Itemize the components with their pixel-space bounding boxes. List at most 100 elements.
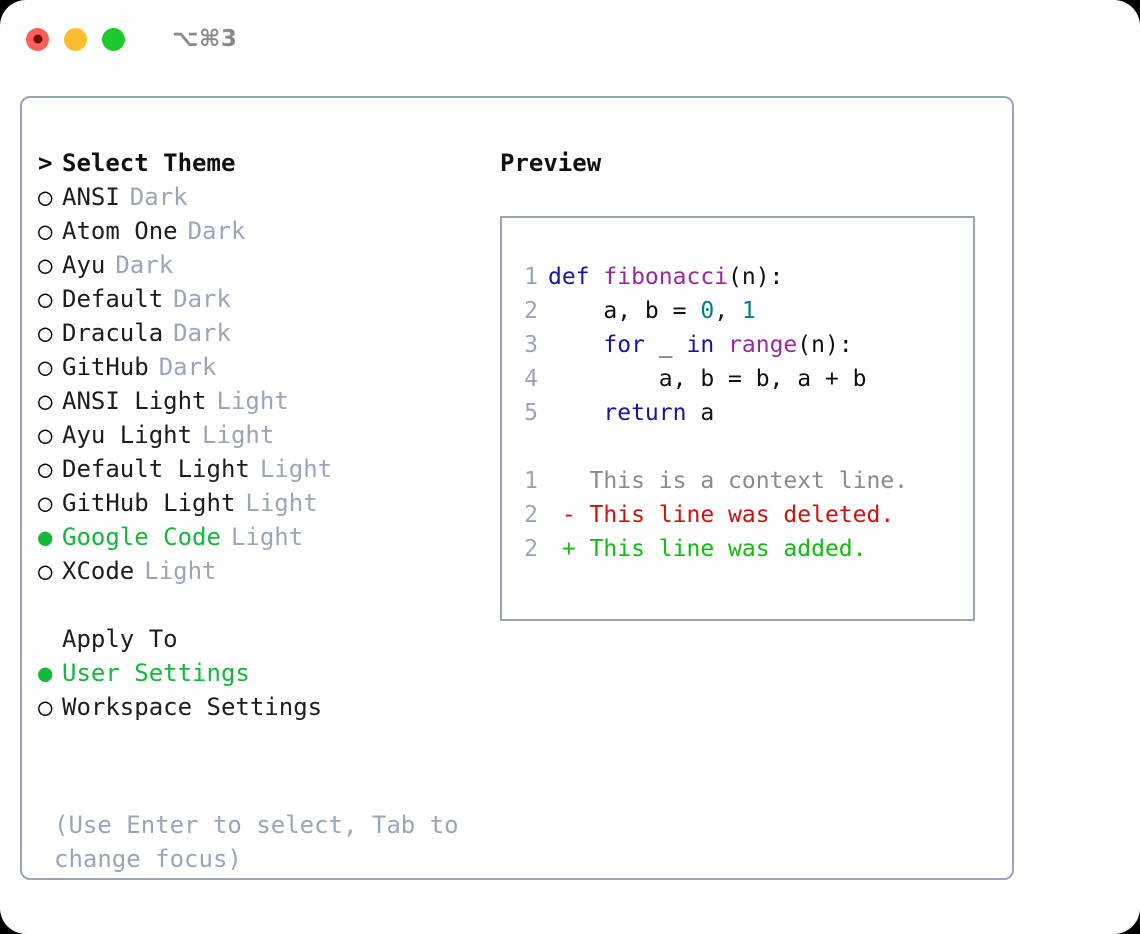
code-line: 3 for _ in range(n): (502, 328, 973, 362)
theme-variant-badge: Light (144, 557, 217, 585)
theme-variant-badge: Light (259, 455, 333, 483)
theme-option-ansi[interactable]: ○ ANSI Dark (38, 180, 478, 214)
diff-line: 2 - This line was deleted. (502, 498, 973, 532)
apply-to-bullet-placeholder (38, 622, 62, 656)
radio-unselected-icon: ○ (38, 251, 53, 279)
radio-selected-icon: ● (38, 659, 53, 687)
theme-variant-badge: Dark (158, 353, 217, 381)
radio-unselected-icon: ○ (38, 183, 53, 211)
theme-option-label: ANSI (62, 183, 120, 211)
apply-to-option-label: Workspace Settings (62, 693, 323, 721)
theme-option-label: Ayu (62, 251, 106, 279)
theme-option-github-light[interactable]: ○ GitHub Light Light (38, 486, 478, 520)
code-text: a, b = 0, 1 (548, 294, 756, 328)
theme-option-google-code[interactable]: ● Google Code Light (38, 520, 478, 554)
prompt-caret-icon: > (38, 149, 53, 177)
theme-option-label: Google Code (62, 523, 221, 551)
line-number: 1 (524, 264, 538, 290)
code-token-fn: fibonacci (603, 264, 729, 290)
code-token-pl (548, 332, 603, 358)
line-number: 2 (524, 536, 538, 562)
code-line: 5 return a (502, 396, 973, 430)
radio-unselected-icon: ○ (38, 557, 53, 585)
radio-unselected-icon: ○ (38, 693, 53, 721)
theme-variant-badge: Dark (129, 183, 188, 211)
theme-variant-badge: Light (202, 421, 275, 449)
code-token-pl: , (714, 298, 742, 324)
apply-to-option-label: User Settings (62, 659, 250, 687)
code-line: 1 def fibonacci(n): (502, 260, 973, 294)
theme-option-label: GitHub Light (62, 489, 236, 517)
code-token-fn: range (728, 332, 798, 358)
code-diff-separator (502, 430, 973, 464)
theme-option-label: Atom One (62, 217, 178, 245)
code-token-num: 0 (700, 298, 715, 324)
code-token-num: 1 (741, 298, 756, 324)
radio-unselected-icon: ○ (38, 421, 53, 449)
code-token-pl: a, b = (548, 298, 701, 324)
title-bar: ⌥⌘3 (0, 0, 1140, 78)
radio-selected-icon: ● (38, 523, 53, 551)
diff-text-add: + This line was added. (548, 536, 867, 562)
keyboard-shortcut-label: ⌥⌘3 (172, 26, 238, 52)
code-token-kw: for (603, 332, 645, 358)
apply-to-list: ● User Settings ○ Workspace Settings (38, 656, 478, 724)
line-number: 1 (524, 468, 538, 494)
code-text: def fibonacci(n): (548, 260, 783, 294)
code-text: for _ in range(n): (548, 328, 853, 362)
line-number: 2 (524, 298, 538, 324)
theme-variant-badge: Dark (115, 251, 174, 279)
minimize-button[interactable] (64, 27, 87, 51)
radio-unselected-icon: ○ (38, 455, 53, 483)
code-token-kw: in (686, 332, 715, 358)
code-line: 2 a, b = 0, 1 (502, 294, 973, 328)
line-number: 3 (524, 332, 538, 358)
code-line: 4 a, b = b, a + b (502, 362, 973, 396)
theme-option-label: ANSI Light (62, 387, 207, 415)
theme-option-label: XCode (62, 557, 135, 585)
code-token-kw: def (548, 264, 604, 290)
radio-unselected-icon: ○ (38, 217, 53, 245)
theme-option-label: GitHub (62, 353, 149, 381)
radio-unselected-icon: ○ (38, 319, 53, 347)
theme-option-ayu-light[interactable]: ○ Ayu Light Light (38, 418, 478, 452)
theme-option-ayu[interactable]: ○ Ayu Dark (38, 248, 478, 282)
code-token-pl: a (686, 400, 715, 426)
theme-variant-badge: Dark (173, 285, 231, 313)
code-token-pl: _ (644, 332, 687, 358)
code-token-pl (548, 400, 603, 426)
theme-option-xcode[interactable]: ○ XCode Light (38, 554, 478, 588)
radio-unselected-icon: ○ (38, 387, 53, 415)
code-token-pl: (n): (797, 332, 853, 358)
diff-text-del: - This line was deleted. (548, 502, 895, 528)
line-number: 2 (524, 502, 538, 528)
diff-text-ctx: This is a context line. (548, 468, 909, 494)
diff-sample: 1 This is a context line.2 - This line w… (502, 464, 973, 566)
apply-to-header: Apply To (38, 622, 478, 656)
apply-to-title: Apply To (62, 625, 178, 653)
radio-unselected-icon: ○ (38, 285, 53, 313)
theme-option-label: Ayu Light (62, 421, 193, 449)
maximize-button[interactable] (102, 27, 125, 51)
apply-to-option-workspace-settings[interactable]: ○ Workspace Settings (38, 690, 478, 724)
diff-line: 1 This is a context line. (502, 464, 973, 498)
list-spacer (38, 588, 478, 622)
radio-unselected-icon: ○ (38, 489, 53, 517)
apply-to-option-user-settings[interactable]: ● User Settings (38, 656, 478, 690)
code-text: a, b = b, a + b (548, 362, 867, 396)
theme-variant-badge: Light (230, 523, 304, 551)
close-button[interactable] (26, 27, 49, 51)
code-token-pl (714, 332, 728, 358)
theme-variant-badge: Light (245, 489, 318, 517)
